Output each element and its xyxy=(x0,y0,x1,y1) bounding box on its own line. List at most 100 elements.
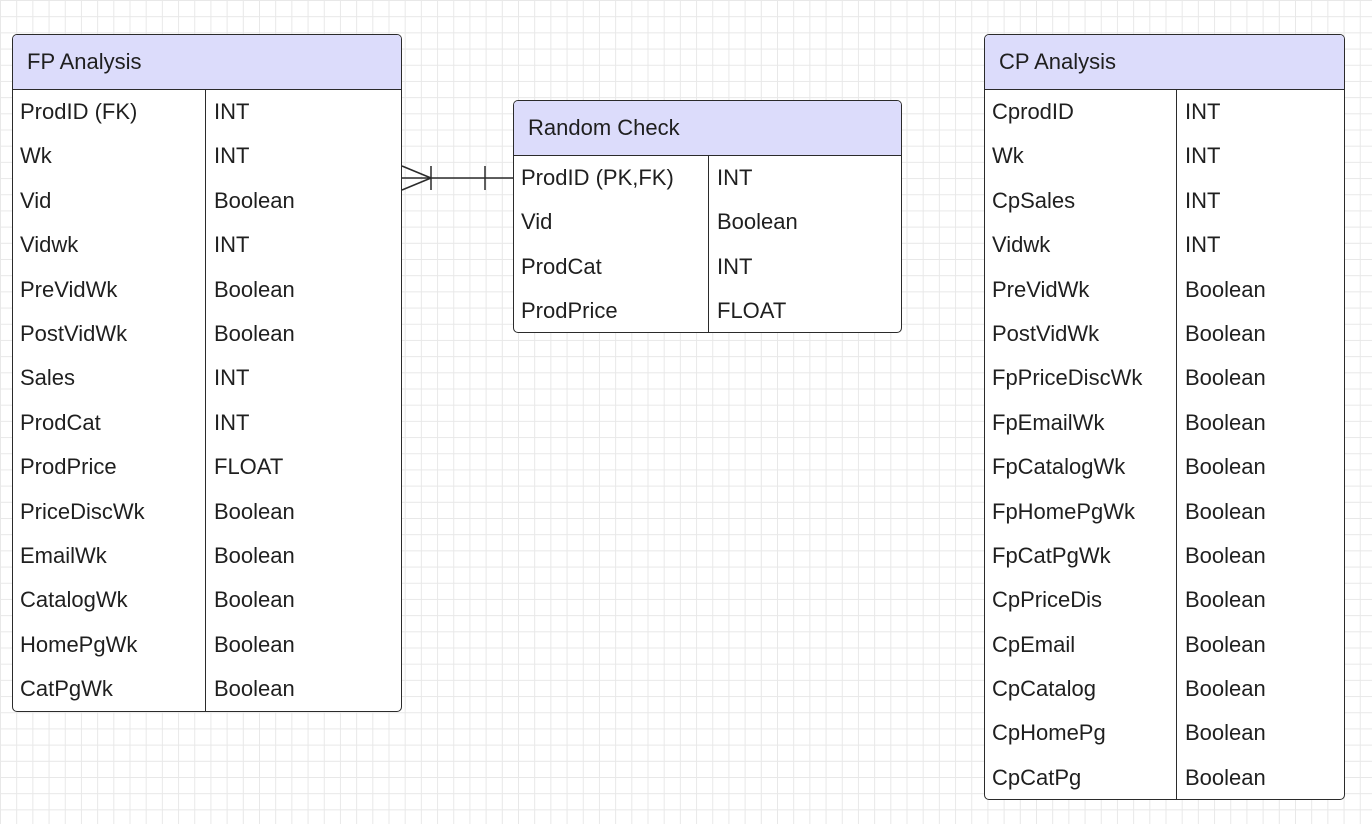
field-name: PreVidWk xyxy=(992,276,1090,302)
field-type: FLOAT xyxy=(214,454,284,480)
field-type: INT xyxy=(214,409,250,435)
field-row: CpEmail Boolean xyxy=(985,626,1344,670)
field-name: FpHomePgWk xyxy=(992,498,1136,524)
field-row: Vidwk INT xyxy=(13,226,401,270)
entity-title: FP Analysis xyxy=(13,35,401,90)
field-type: INT xyxy=(717,253,753,279)
column-divider xyxy=(708,156,709,332)
field-name: FpEmailWk xyxy=(992,409,1105,435)
field-name: Vid xyxy=(20,187,52,213)
field-type: Boolean xyxy=(214,631,295,657)
field-row: Wk INT xyxy=(13,137,401,181)
field-type: Boolean xyxy=(1185,276,1266,302)
field-row: CpSales INT xyxy=(985,182,1344,226)
field-type: Boolean xyxy=(717,209,798,235)
column-divider xyxy=(205,90,206,711)
field-name: Wk xyxy=(992,143,1024,169)
field-name: ProdCat xyxy=(521,253,602,279)
field-name: CpSales xyxy=(992,187,1076,213)
field-row: Sales INT xyxy=(13,359,401,403)
field-row: ProdPrice FLOAT xyxy=(13,448,401,492)
field-type: Boolean xyxy=(1185,764,1266,790)
field-type: INT xyxy=(214,365,250,391)
field-name: FpCatPgWk xyxy=(992,542,1111,568)
field-name: ProdPrice xyxy=(20,454,117,480)
field-type: FLOAT xyxy=(717,298,787,324)
field-name: ProdID (PK,FK) xyxy=(521,165,674,190)
field-type: INT xyxy=(214,232,250,258)
field-type: INT xyxy=(214,99,250,124)
field-name: Sales xyxy=(20,365,76,391)
field-name: ProdCat xyxy=(20,409,101,435)
field-name: PreVidWk xyxy=(20,276,118,302)
field-name: HomePgWk xyxy=(20,631,138,657)
field-type: Boolean xyxy=(214,542,295,568)
field-name: CpCatPg xyxy=(992,764,1082,790)
field-name: FpCatalogWk xyxy=(992,454,1126,480)
field-type: INT xyxy=(717,165,753,190)
field-type: INT xyxy=(1185,232,1221,258)
field-row: PriceDiscWk Boolean xyxy=(13,493,401,537)
field-row: PreVidWk Boolean xyxy=(13,271,401,315)
field-type: Boolean xyxy=(214,320,295,346)
field-row: CprodID INT xyxy=(985,93,1344,137)
field-type: Boolean xyxy=(214,276,295,302)
field-row: ProdPrice FLOAT xyxy=(514,292,901,332)
field-type: Boolean xyxy=(214,676,295,702)
field-type: INT xyxy=(1185,187,1221,213)
field-type: Boolean xyxy=(1185,454,1266,480)
field-type: Boolean xyxy=(1185,365,1266,391)
field-name: CatPgWk xyxy=(20,676,113,702)
field-name: CpEmail xyxy=(992,631,1076,657)
field-row: FpEmailWk Boolean xyxy=(985,404,1344,448)
field-row: ProdID (FK)INT xyxy=(13,93,401,137)
field-row: Vidwk INT xyxy=(985,226,1344,270)
entity-title: CP Analysis xyxy=(985,35,1344,90)
crowfoot-lower-prong xyxy=(401,177,432,191)
field-type: INT xyxy=(1185,99,1221,124)
field-type: INT xyxy=(214,143,250,169)
field-type: Boolean xyxy=(1185,320,1266,346)
field-type: Boolean xyxy=(1185,409,1266,435)
field-row: ProdCat INT xyxy=(514,248,901,292)
field-type: Boolean xyxy=(1185,631,1266,657)
field-name: ProdPrice xyxy=(521,298,618,324)
field-name: PostVidWk xyxy=(992,320,1100,346)
field-name: Vidwk xyxy=(20,232,79,258)
entity-title: Random Check xyxy=(514,101,901,156)
field-row: FpPriceDiscWk Boolean xyxy=(985,359,1344,403)
field-row: EmailWk Boolean xyxy=(13,537,401,581)
field-row: ProdID (PK,FK) INT xyxy=(514,159,901,203)
field-name: FpPriceDiscWk xyxy=(992,365,1143,391)
field-name: CpHomePg xyxy=(992,720,1106,746)
field-name: PriceDiscWk xyxy=(20,498,145,524)
field-type: Boolean xyxy=(1185,720,1266,746)
field-name: CpPriceDis xyxy=(992,587,1103,613)
field-row: CpCatPg Boolean xyxy=(985,759,1344,799)
field-name: CprodID xyxy=(992,99,1074,124)
field-row: ProdCat INT xyxy=(13,404,401,448)
field-row: HomePgWk Boolean xyxy=(13,626,401,670)
column-divider xyxy=(1176,90,1177,799)
field-name: EmailWk xyxy=(20,542,107,568)
field-row: FpCatPgWk Boolean xyxy=(985,537,1344,581)
field-row: CatPgWk Boolean xyxy=(13,670,401,711)
field-row: PostVidWk Boolean xyxy=(985,315,1344,359)
field-name: Wk xyxy=(20,143,52,169)
field-row: PreVidWk Boolean xyxy=(985,271,1344,315)
field-type: Boolean xyxy=(1185,542,1266,568)
field-name: Vidwk xyxy=(992,232,1051,258)
field-type: Boolean xyxy=(1185,676,1266,702)
field-type: Boolean xyxy=(214,498,295,524)
